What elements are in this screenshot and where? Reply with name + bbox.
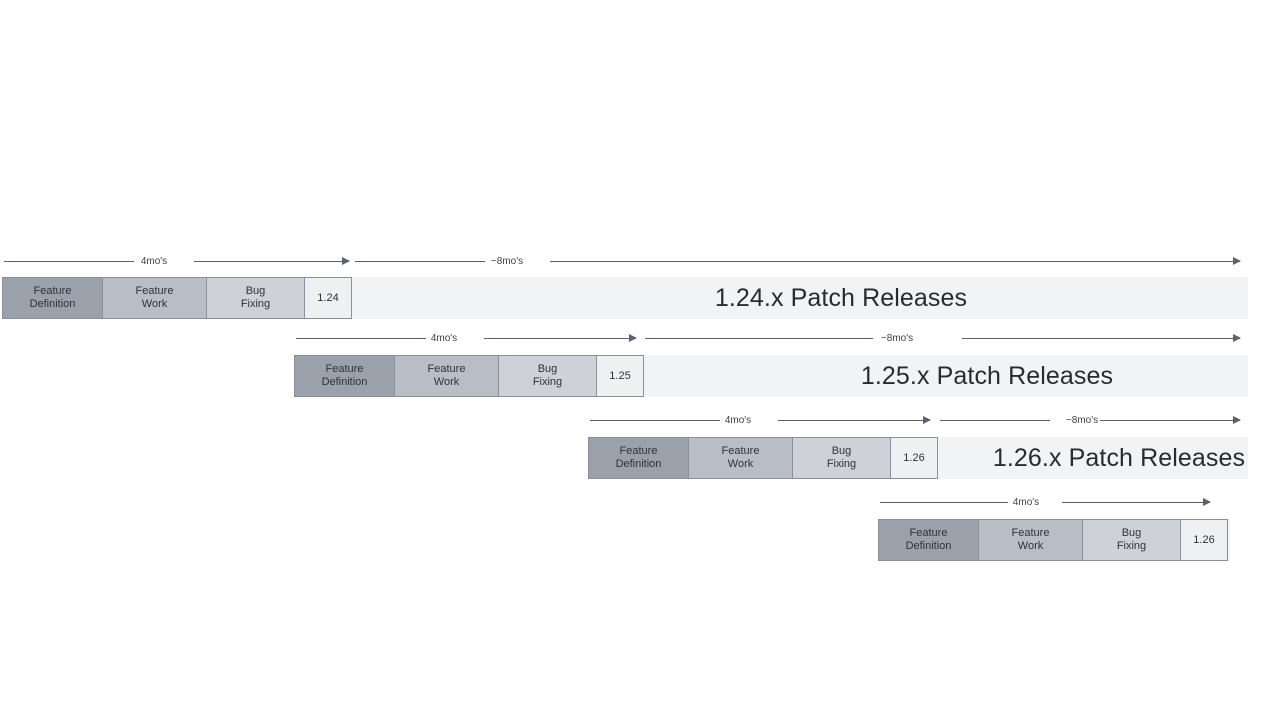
- phase-segment-feature-definition[interactable]: Feature Definition: [3, 278, 103, 318]
- segment-label-line2: Fixing: [1116, 540, 1147, 552]
- annotation-line-right: [484, 338, 636, 339]
- segment-label-line2: Definition: [905, 540, 952, 552]
- segment-label-line2: Work: [433, 376, 460, 388]
- phase-segment-feature-work[interactable]: Feature Work: [395, 356, 499, 396]
- patch-duration-label: ~8mo's: [880, 333, 914, 344]
- annotation-line-right: [962, 338, 1240, 339]
- annotation-line-right: [1062, 502, 1210, 503]
- arrow-head-icon: [1203, 498, 1211, 506]
- segment-label-line1: Bug: [1121, 527, 1142, 539]
- dev-duration-label: 4mo's: [724, 415, 752, 426]
- annotation-line-left: [590, 420, 720, 421]
- annotation-line-left: [296, 338, 426, 339]
- arrow-head-icon: [629, 334, 637, 342]
- segment-label-line1: Feature: [33, 285, 72, 297]
- phase-segment-feature-definition[interactable]: Feature Definition: [589, 438, 689, 478]
- version-tag-label: 1.24: [317, 291, 339, 304]
- segment-label-line2: Work: [727, 458, 754, 470]
- segment-label-line2: Fixing: [240, 298, 271, 310]
- segment-label-line1: Feature: [909, 527, 948, 539]
- segment-label-line2: Fixing: [532, 376, 563, 388]
- arrow-head-icon: [1233, 334, 1241, 342]
- phase-segment-feature-definition[interactable]: Feature Definition: [879, 520, 979, 560]
- annotation-line-left: [940, 420, 1050, 421]
- dev-duration-label: 4mo's: [1012, 497, 1040, 508]
- segment-label-line1: Feature: [325, 363, 364, 375]
- version-tag-label: 1.25: [609, 369, 631, 382]
- patch-duration-annotation-1-25: ~8mo's: [645, 330, 1241, 348]
- segment-label-line2: Fixing: [826, 458, 857, 470]
- annotation-line-left: [880, 502, 1008, 503]
- phase-segment-version-tag[interactable]: 1.26: [891, 438, 937, 478]
- segment-label-line1: Feature: [135, 285, 174, 297]
- segment-label-line1: Feature: [427, 363, 466, 375]
- arrow-head-icon: [1233, 257, 1241, 265]
- version-tag-label: 1.26: [1193, 533, 1215, 546]
- patch-duration-label: ~8mo's: [1065, 415, 1099, 426]
- dev-duration-label: 4mo's: [140, 256, 168, 267]
- segment-label-line2: Work: [1017, 540, 1044, 552]
- dev-duration-annotation-1-27: 4mo's: [880, 494, 1211, 512]
- segment-label-line1: Feature: [1011, 527, 1050, 539]
- dev-duration-annotation-1-24: 4mo's: [4, 253, 350, 271]
- phase-segment-bug-fixing[interactable]: Bug Fixing: [793, 438, 891, 478]
- phase-bar-1-25: Feature Definition Feature Work Bug Fixi…: [294, 355, 644, 397]
- annotation-line-right: [1100, 420, 1240, 421]
- patch-duration-annotation-1-24: ~8mo's: [355, 253, 1241, 271]
- segment-label-line2: Definition: [615, 458, 662, 470]
- annotation-line-left: [355, 261, 485, 262]
- version-tag-label: 1.26: [903, 451, 925, 464]
- dev-duration-annotation-1-25: 4mo's: [296, 330, 637, 348]
- patch-band-label: 1.25.x Patch Releases: [860, 361, 1114, 390]
- segment-label-line1: Bug: [537, 363, 558, 375]
- phase-segment-bug-fixing[interactable]: Bug Fixing: [1083, 520, 1181, 560]
- phase-segment-bug-fixing[interactable]: Bug Fixing: [499, 356, 597, 396]
- segment-label-line2: Work: [141, 298, 168, 310]
- patch-duration-label: ~8mo's: [490, 256, 524, 267]
- segment-label-line1: Bug: [831, 445, 852, 457]
- phase-segment-feature-work[interactable]: Feature Work: [689, 438, 793, 478]
- annotation-line-right: [194, 261, 349, 262]
- segment-label-line2: Definition: [29, 298, 76, 310]
- annotation-line-right: [550, 261, 1240, 262]
- annotation-line-right: [778, 420, 930, 421]
- dev-duration-annotation-1-26: 4mo's: [590, 412, 931, 430]
- segment-label-line1: Feature: [721, 445, 760, 457]
- phase-segment-version-tag[interactable]: 1.25: [597, 356, 643, 396]
- phase-segment-feature-work[interactable]: Feature Work: [103, 278, 207, 318]
- patch-band-label: 1.26.x Patch Releases: [992, 443, 1246, 472]
- phase-bar-1-27: Feature Definition Feature Work Bug Fixi…: [878, 519, 1228, 561]
- segment-label-line1: Feature: [619, 445, 658, 457]
- phase-segment-version-tag[interactable]: 1.26: [1181, 520, 1227, 560]
- annotation-line-left: [645, 338, 873, 339]
- arrow-head-icon: [1233, 416, 1241, 424]
- annotation-line-left: [4, 261, 134, 262]
- phase-segment-feature-definition[interactable]: Feature Definition: [295, 356, 395, 396]
- phase-segment-bug-fixing[interactable]: Bug Fixing: [207, 278, 305, 318]
- patch-duration-annotation-1-26: ~8mo's: [940, 412, 1241, 430]
- arrow-head-icon: [342, 257, 350, 265]
- patch-band-label: 1.24.x Patch Releases: [714, 283, 968, 312]
- dev-duration-label: 4mo's: [430, 333, 458, 344]
- arrow-head-icon: [923, 416, 931, 424]
- phase-segment-version-tag[interactable]: 1.24: [305, 278, 351, 318]
- segment-label-line2: Definition: [321, 376, 368, 388]
- segment-label-line1: Bug: [245, 285, 266, 297]
- phase-bar-1-24: Feature Definition Feature Work Bug Fixi…: [2, 277, 352, 319]
- phase-segment-feature-work[interactable]: Feature Work: [979, 520, 1083, 560]
- phase-bar-1-26: Feature Definition Feature Work Bug Fixi…: [588, 437, 938, 479]
